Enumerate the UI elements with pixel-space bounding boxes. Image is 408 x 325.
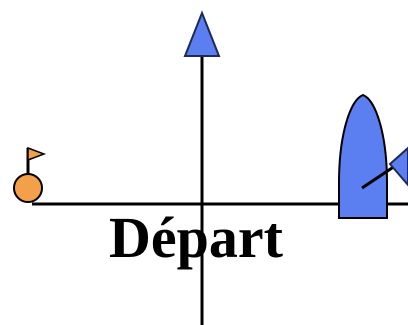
flag-icon: [27, 146, 47, 162]
start-label: Départ: [109, 205, 284, 270]
right-arrow-icon: [388, 146, 408, 187]
sail-icon: [338, 93, 388, 219]
ball-icon: [13, 173, 43, 203]
up-arrow-icon: [183, 10, 221, 57]
diagonal-pointer-line: [361, 162, 399, 190]
